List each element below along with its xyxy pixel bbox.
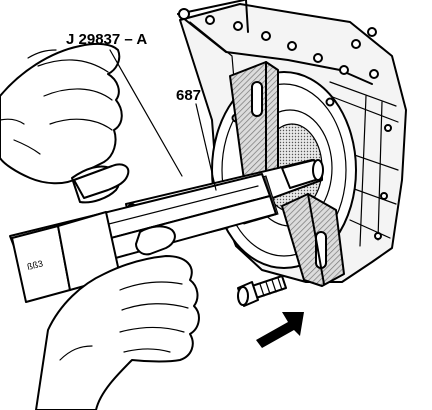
callout-leaders [109, 49, 217, 191]
callout-part-number: 687 [176, 87, 201, 104]
bolt-threads [259, 277, 283, 297]
tool-stamp-text: ßß3 [26, 258, 44, 272]
callout-tool-number: J 29837 – A [66, 31, 147, 48]
retaining-bolt [237, 275, 287, 307]
tool-bracket-lower [281, 193, 345, 287]
case-bolt-heads [178, 8, 377, 75]
finger-grip [73, 163, 176, 256]
direction-arrow [256, 312, 304, 348]
special-tool-bar: ßß3 [9, 173, 277, 303]
hand-lower [35, 255, 200, 410]
